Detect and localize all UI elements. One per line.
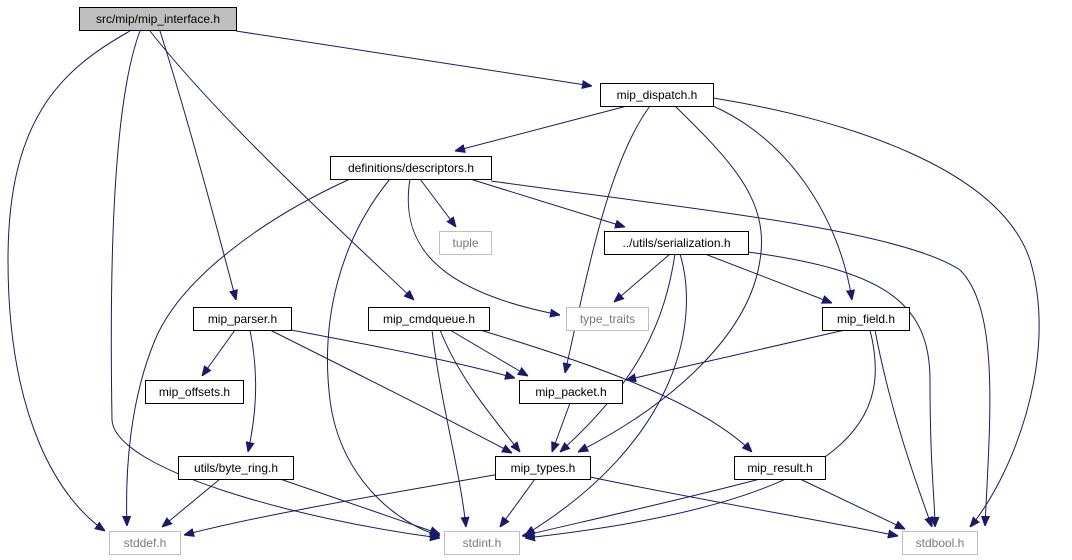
node-label-type_traits: type_traits [580, 312, 635, 326]
edge-mip_types-to-stdbool [589, 476, 898, 536]
node-stdbool: stdbool.h [902, 531, 978, 555]
edge-mip_types-to-stddef [184, 473, 501, 535]
node-box-mip_result [734, 456, 826, 480]
edge-serialization-to-mip_types [560, 253, 676, 452]
edge-mip_dispatch-to-mip_types [578, 105, 762, 452]
edge-mip_types-to-stdint [500, 478, 536, 527]
node-mip_parser[interactable]: mip_parser.h [193, 307, 292, 331]
node-label-serialization: ../utils/serialization.h [622, 236, 730, 250]
node-mip_dispatch[interactable]: mip_dispatch.h [600, 83, 714, 107]
node-label-mip_interface: src/mip/mip_interface.h [96, 12, 220, 26]
edge-mip_field-to-stdint [525, 329, 876, 538]
edge-mip_parser-to-mip_types [269, 329, 512, 453]
node-tuple: tuple [439, 231, 492, 255]
edge-descriptors-to-serialization [469, 178, 625, 227]
node-mip_offsets[interactable]: mip_offsets.h [145, 380, 244, 404]
node-label-mip_field: mip_field.h [837, 312, 895, 326]
node-type_traits: type_traits [566, 307, 649, 331]
node-mip_field[interactable]: mip_field.h [822, 307, 910, 331]
node-box-mip_types [495, 456, 591, 480]
node-box-serialization [604, 231, 749, 255]
edge-byte_ring-to-stdint [279, 478, 440, 534]
node-label-byte_ring: utils/byte_ring.h [194, 461, 278, 475]
node-box-byte_ring [178, 456, 294, 480]
edge-mip_parser-to-mip_packet [290, 329, 515, 378]
node-mip_result[interactable]: mip_result.h [734, 456, 826, 480]
node-mip_cmdqueue[interactable]: mip_cmdqueue.h [368, 307, 490, 331]
edge-descriptors-to-stdint [327, 178, 441, 536]
edge-mip_parser-to-byte_ring [248, 329, 257, 452]
edge-descriptors-to-tuple [419, 178, 456, 227]
edge-mip_dispatch-to-mip_field [712, 105, 852, 300]
edge-mip_result-to-stdbool [799, 478, 905, 529]
edge-descriptors-to-type_traits [407, 178, 560, 315]
edge-mip_interface-to-mip_dispatch [235, 30, 592, 86]
node-label-mip_parser: mip_parser.h [208, 312, 277, 326]
edge-mip_dispatch-to-descriptors [455, 105, 628, 151]
node-label-mip_packet: mip_packet.h [535, 385, 606, 399]
node-label-stdbool: stdbool.h [916, 536, 965, 550]
node-label-mip_offsets: mip_offsets.h [159, 385, 230, 399]
node-box-stddef [109, 531, 181, 555]
edge-descriptors-to-stddef [127, 178, 351, 526]
edge-serialization-to-stdint [525, 253, 687, 535]
node-box-mip_packet [519, 380, 623, 404]
edge-mip_packet-to-mip_types [552, 402, 571, 452]
node-byte_ring[interactable]: utils/byte_ring.h [178, 456, 294, 480]
edge-mip_parser-to-mip_offsets [202, 329, 236, 376]
edge-mip_cmdqueue-to-stdint [431, 329, 466, 527]
edge-mip_interface-to-stddef [7, 30, 131, 531]
node-box-mip_dispatch [600, 83, 714, 107]
node-label-mip_types: mip_types.h [511, 461, 576, 475]
node-label-mip_dispatch: mip_dispatch.h [617, 88, 698, 102]
node-box-descriptors [330, 156, 492, 180]
nodes-layer: src/mip/mip_interface.h mip_dispatch.hdef… [79, 7, 978, 555]
node-mip_packet[interactable]: mip_packet.h [519, 380, 623, 404]
edge-serialization-to-type_traits [614, 253, 671, 302]
edge-mip_dispatch-to-stdbool [712, 97, 1040, 527]
edge-mip_cmdqueue-to-mip_result [479, 329, 752, 452]
edge-descriptors-to-stdbool [490, 180, 991, 526]
node-label-mip_result: mip_result.h [747, 461, 812, 475]
node-label-stdint: stdint.h [463, 536, 502, 550]
node-label-stddef: stddef.h [124, 536, 167, 550]
edge-serialization-to-stdbool [747, 251, 935, 527]
edge-mip_result-to-stdint [522, 478, 761, 536]
node-descriptors[interactable]: definitions/descriptors.h [330, 156, 492, 180]
edges-layer [7, 30, 1040, 538]
node-box-stdint [444, 531, 520, 555]
node-label-tuple: tuple [452, 236, 478, 250]
edge-byte_ring-to-stddef [162, 478, 221, 527]
node-box-mip_cmdqueue [368, 307, 490, 331]
node-label-mip_cmdqueue: mip_cmdqueue.h [383, 312, 475, 326]
node-box-type_traits [566, 307, 649, 331]
edge-serialization-to-mip_field [704, 253, 832, 303]
node-box-mip_parser [193, 307, 292, 331]
edge-mip_cmdqueue-to-mip_types [439, 329, 520, 452]
edge-mip_cmdqueue-to-mip_packet [449, 329, 528, 376]
node-stdint: stdint.h [444, 531, 520, 555]
node-box-tuple [439, 231, 492, 255]
edge-mip_field-to-stdbool [874, 329, 932, 527]
node-serialization[interactable]: ../utils/serialization.h [604, 231, 749, 255]
edge-mip_interface-to-mip_parser [159, 30, 236, 300]
node-label-descriptors: definitions/descriptors.h [348, 161, 474, 175]
edge-mip_interface-to-mip_cmdqueue [149, 30, 414, 300]
node-box-mip_offsets [145, 380, 244, 404]
node-box-stdbool [902, 531, 978, 555]
node-box-mip_field [822, 307, 910, 331]
edge-mip_interface-to-stdint [110, 30, 440, 538]
node-stddef: stddef.h [109, 531, 181, 555]
edge-mip_field-to-mip_packet [626, 329, 846, 380]
node-box-mip_interface [79, 7, 237, 31]
node-mip_interface[interactable]: src/mip/mip_interface.h [79, 7, 237, 31]
node-mip_types[interactable]: mip_types.h [495, 456, 591, 480]
